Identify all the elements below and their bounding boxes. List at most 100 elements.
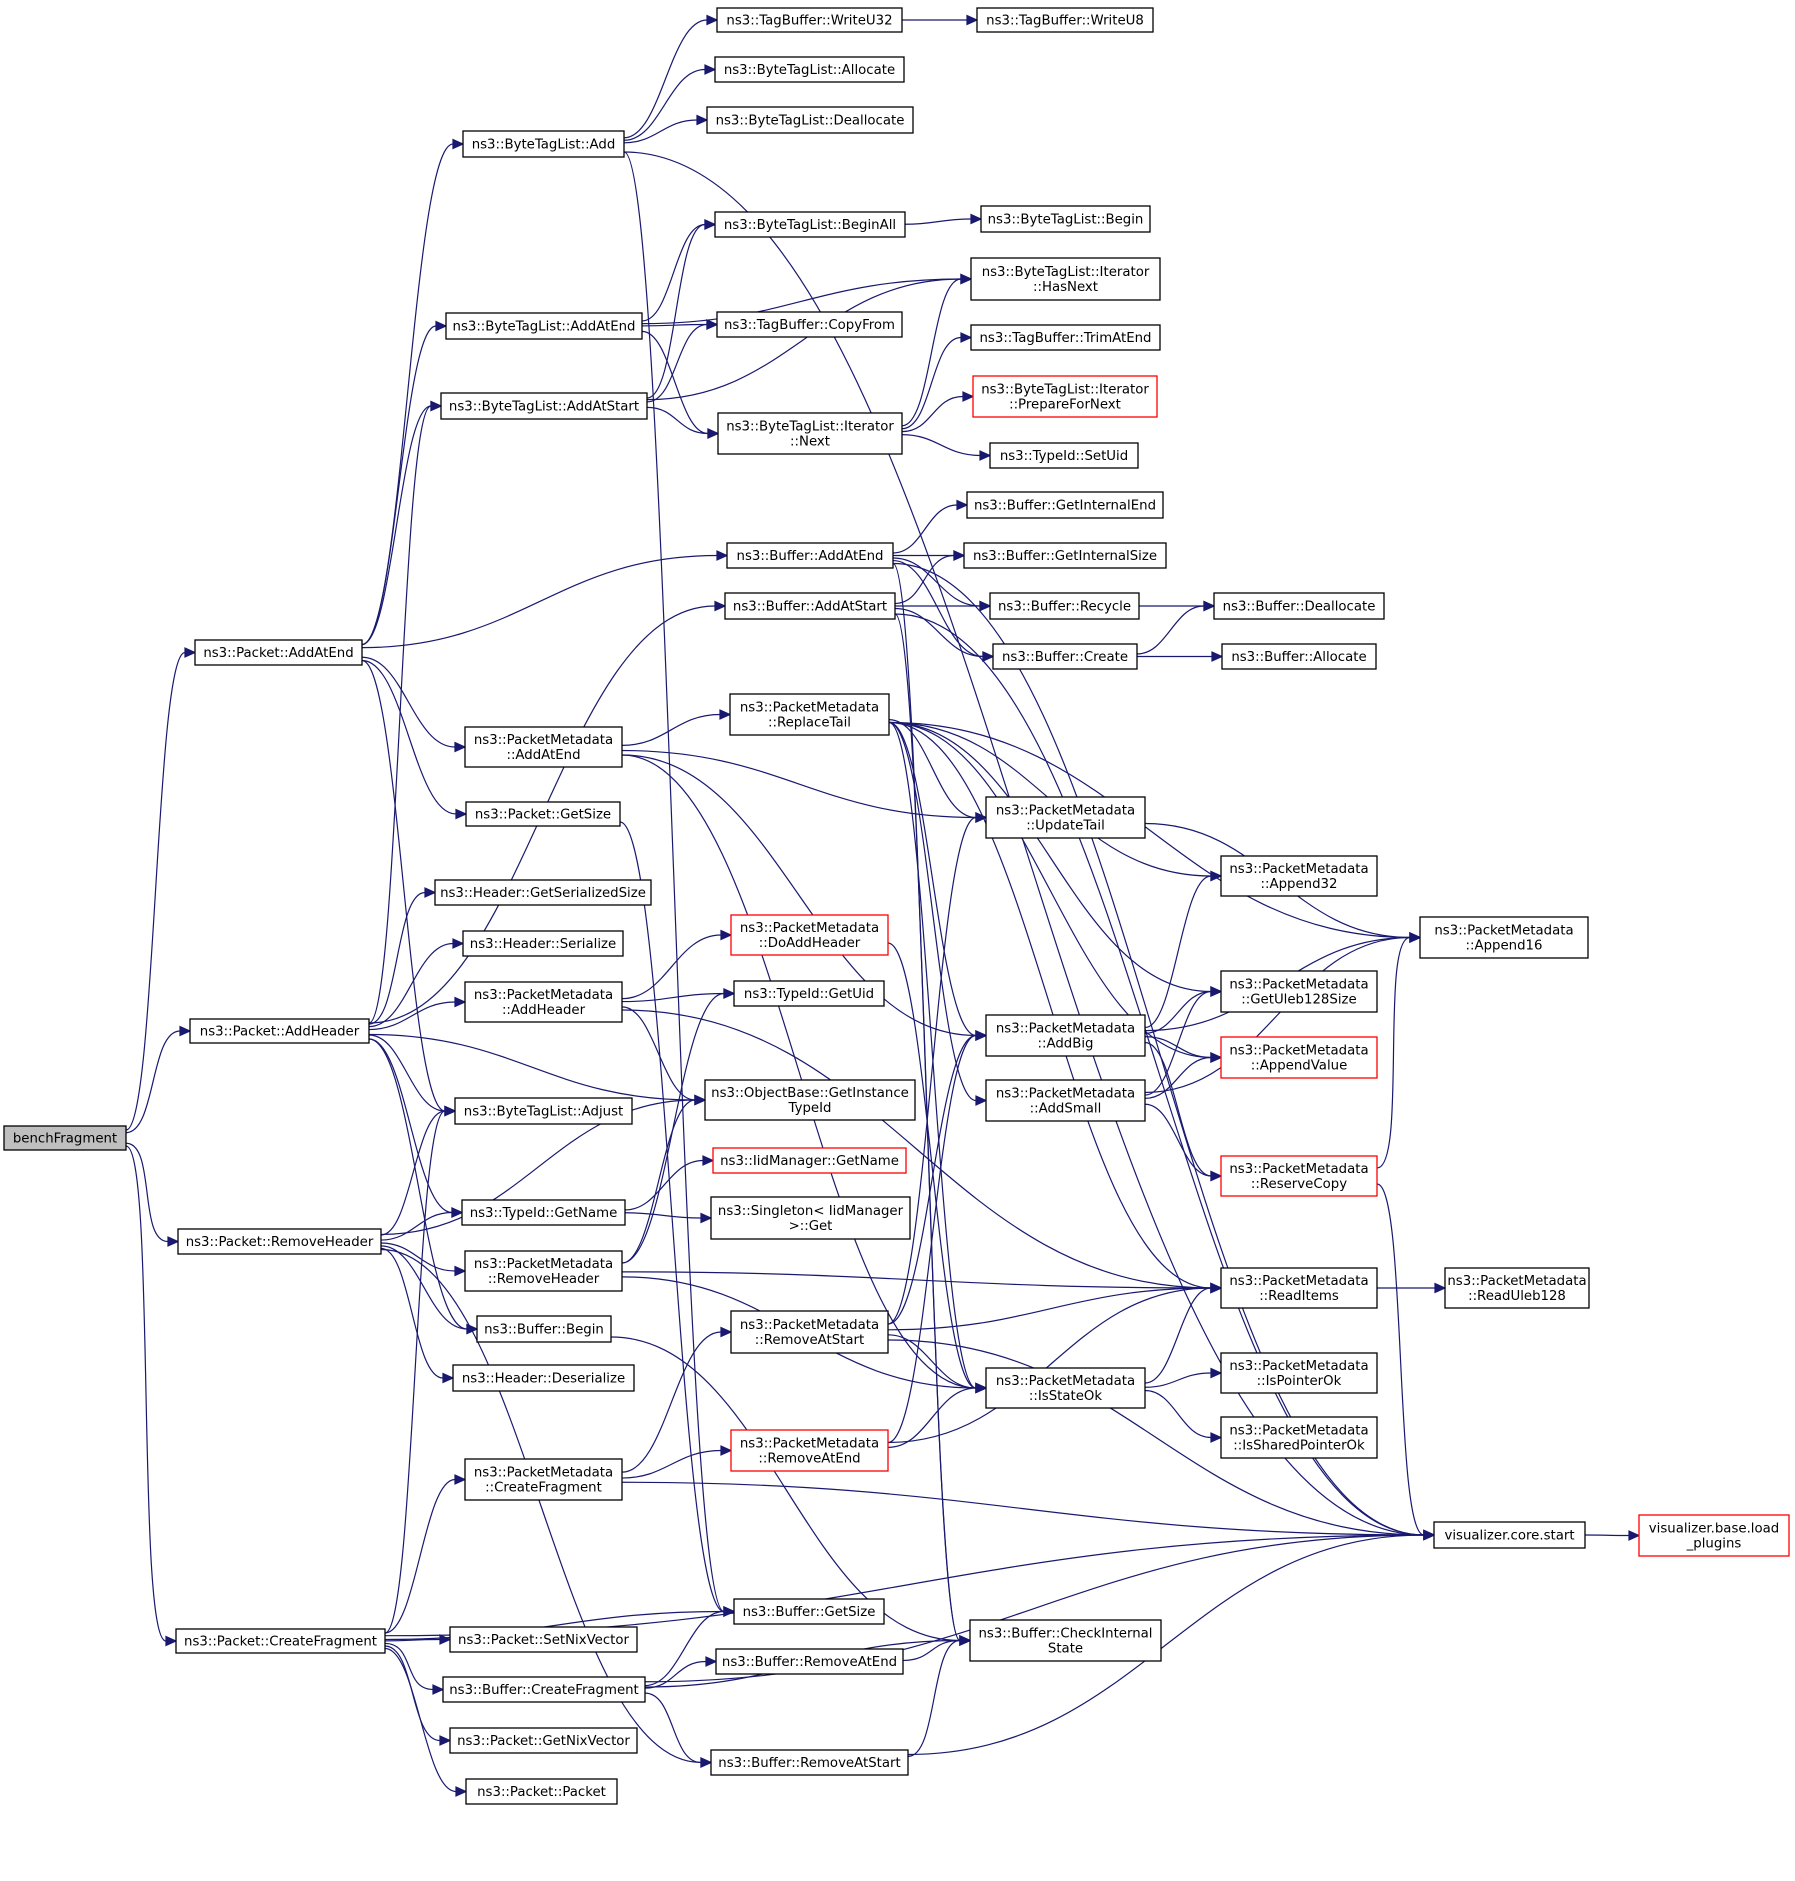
node-ns3-packetmetadata-replacetail[interactable]: ns3::PacketMetadata::ReplaceTail xyxy=(729,693,890,736)
node-ns3-packetmetadata-readuleb128[interactable]: ns3::PacketMetadata::ReadUleb128 xyxy=(1444,1267,1590,1309)
node-ns3-packetmetadata-addatend[interactable]: ns3::PacketMetadata::AddAtEnd xyxy=(464,726,623,768)
node-ns3-bytetaglist-iterator-next[interactable]: ns3::ByteTagList::Iterator::Next xyxy=(717,412,903,455)
edge-arrowhead xyxy=(700,1212,713,1224)
edge-line xyxy=(368,1033,696,1101)
node-visualizer-base-load-plugins[interactable]: visualizer.base.load_plugins xyxy=(1638,1514,1790,1557)
node-ns3-buffer-allocate[interactable]: ns3::Buffer::Allocate xyxy=(1221,643,1377,670)
node-ns3-packet-addatend[interactable]: ns3::Packet::AddAtEnd xyxy=(194,639,363,666)
node-ns3-iidmanager-getname[interactable]: ns3::IidManager::GetName xyxy=(712,1147,907,1174)
edge-line xyxy=(888,721,1411,939)
node-ns3-buffer-deallocate[interactable]: ns3::Buffer::Deallocate xyxy=(1213,592,1385,620)
edge-bench-to-paddheader xyxy=(125,1025,192,1134)
node-ns3-packetmetadata-appendvalue[interactable]: ns3::PacketMetadata::AppendValue xyxy=(1220,1036,1378,1079)
node-ns3-packet-packet[interactable]: ns3::Packet::Packet xyxy=(465,1778,618,1805)
node-ns3-tagbuffer-writeu8[interactable]: ns3::TagBuffer::WriteU8 xyxy=(976,7,1154,33)
node-ns3-header-serialize[interactable]: ns3::Header::Serialize xyxy=(462,930,624,957)
node-label: ns3::ByteTagList::Begin xyxy=(988,213,1144,228)
node-ns3-bytetaglist-iterator-hasnext[interactable]: ns3::ByteTagList::Iterator::HasNext xyxy=(970,257,1161,301)
node-ns3-packetmetadata-reservecopy[interactable]: ns3::PacketMetadata::ReserveCopy xyxy=(1220,1155,1378,1197)
edge-paddatend-to-baddatend xyxy=(361,550,729,649)
node-ns3-singleton-iidmanager-get[interactable]: ns3::Singleton< IidManager>::Get xyxy=(710,1196,911,1240)
node-label: ::CreateFragment xyxy=(485,1481,602,1496)
edge-line xyxy=(646,323,708,403)
node-box xyxy=(1444,1267,1590,1309)
node-ns3-buffer-getinternalsize[interactable]: ns3::Buffer::GetInternalSize xyxy=(963,542,1167,569)
edge-pmremoveheader-to-obgetinst xyxy=(621,1094,707,1264)
node-ns3-bytetaglist-deallocate[interactable]: ns3::ByteTagList::Deallocate xyxy=(706,106,914,134)
node-ns3-bytetaglist-begin[interactable]: ns3::ByteTagList::Begin xyxy=(980,205,1151,233)
node-ns3-packetmetadata-issharedpointerok[interactable]: ns3::PacketMetadata::IsSharedPointerOk xyxy=(1220,1416,1378,1459)
node-ns3-bytetaglist-addatstart[interactable]: ns3::ByteTagList::AddAtStart xyxy=(440,392,648,420)
node-benchfragment[interactable]: benchFragment xyxy=(3,1125,127,1151)
node-label: ns3::PacketMetadata xyxy=(1229,1044,1368,1059)
node-ns3-bytetaglist-beginall[interactable]: ns3::ByteTagList::BeginAll xyxy=(714,211,906,238)
node-ns3-packet-removeheader[interactable]: ns3::Packet::RemoveHeader xyxy=(177,1228,382,1255)
node-ns3-bytetaglist-addatend[interactable]: ns3::ByteTagList::AddAtEnd xyxy=(445,312,643,340)
node-ns3-buffer-getinternalend[interactable]: ns3::Buffer::GetInternalEnd xyxy=(966,491,1164,519)
node-box xyxy=(730,1429,889,1472)
node-box xyxy=(3,1125,127,1151)
node-ns3-packetmetadata-createfragment[interactable]: ns3::PacketMetadata::CreateFragment xyxy=(464,1458,623,1501)
node-ns3-buffer-create[interactable]: ns3::Buffer::Create xyxy=(992,643,1138,670)
node-box xyxy=(970,257,1161,301)
node-ns3-packetmetadata-removeatstart[interactable]: ns3::PacketMetadata::RemoveAtStart xyxy=(730,1310,889,1354)
node-ns3-packetmetadata-readitems[interactable]: ns3::PacketMetadata::ReadItems xyxy=(1220,1267,1378,1309)
edge-arrowhead xyxy=(956,499,969,511)
node-ns3-tagbuffer-trimatend[interactable]: ns3::TagBuffer::TrimAtEnd xyxy=(970,324,1161,351)
node-ns3-bytetaglist-add[interactable]: ns3::ByteTagList::Add xyxy=(462,130,625,158)
node-ns3-packet-createfragment[interactable]: ns3::Packet::CreateFragment xyxy=(175,1628,386,1654)
edge-line xyxy=(125,1142,169,1243)
node-label: ::RemoveHeader xyxy=(488,1272,600,1287)
node-ns3-header-deserialize[interactable]: ns3::Header::Deserialize xyxy=(452,1364,635,1392)
node-ns3-buffer-getsize[interactable]: ns3::Buffer::GetSize xyxy=(733,1598,885,1625)
edge-line xyxy=(646,278,962,401)
node-ns3-packetmetadata-append16[interactable]: ns3::PacketMetadata::Append16 xyxy=(1419,916,1589,959)
node-ns3-buffer-recycle[interactable]: ns3::Buffer::Recycle xyxy=(989,592,1140,620)
node-ns3-typeid-getname[interactable]: ns3::TypeId::GetName xyxy=(461,1199,626,1226)
node-ns3-buffer-addatend[interactable]: ns3::Buffer::AddAtEnd xyxy=(726,542,894,569)
node-box xyxy=(1220,1036,1378,1079)
node-ns3-packetmetadata-addsmall[interactable]: ns3::PacketMetadata::AddSmall xyxy=(985,1079,1146,1122)
node-ns3-packetmetadata-doaddheader[interactable]: ns3::PacketMetadata::DoAddHeader xyxy=(730,914,889,956)
edge-arrowhead xyxy=(723,988,736,999)
node-ns3-packet-getnixvector[interactable]: ns3::Packet::GetNixVector xyxy=(449,1727,638,1754)
edge-line xyxy=(361,554,718,649)
node-box xyxy=(464,726,623,768)
edge-btladdatstart-to-btlbeginall xyxy=(646,219,717,399)
node-box xyxy=(1220,1267,1378,1309)
node-ns3-buffer-removeatstart[interactable]: ns3::Buffer::RemoveAtStart xyxy=(710,1749,909,1776)
node-ns3-buffer-removeatend[interactable]: ns3::Buffer::RemoveAtEnd xyxy=(715,1648,904,1675)
node-ns3-buffer-begin[interactable]: ns3::Buffer::Begin xyxy=(476,1315,612,1343)
node-box xyxy=(464,1458,623,1501)
node-ns3-typeid-getuid[interactable]: ns3::TypeId::GetUid xyxy=(733,980,885,1007)
edge-pcreatefragment-to-pgetnix xyxy=(384,1645,452,1746)
node-label: ns3::PacketMetadata xyxy=(1229,978,1368,993)
node-ns3-packetmetadata-removeheader[interactable]: ns3::PacketMetadata::RemoveHeader xyxy=(464,1250,623,1292)
node-ns3-packet-getsize[interactable]: ns3::Packet::GetSize xyxy=(465,801,621,827)
node-ns3-packetmetadata-addheader[interactable]: ns3::PacketMetadata::AddHeader xyxy=(464,981,623,1023)
node-ns3-buffer-createfragment[interactable]: ns3::Buffer::CreateFragment xyxy=(442,1676,646,1703)
node-ns3-packetmetadata-ispointerok[interactable]: ns3::PacketMetadata::IsPointerOk xyxy=(1220,1352,1378,1394)
node-ns3-bytetaglist-allocate[interactable]: ns3::ByteTagList::Allocate xyxy=(714,56,905,83)
node-ns3-tagbuffer-copyfrom[interactable]: ns3::TagBuffer::CopyFrom xyxy=(716,311,903,338)
node-ns3-tagbuffer-writeu32[interactable]: ns3::TagBuffer::WriteU32 xyxy=(716,7,903,33)
node-ns3-packet-setnixvector[interactable]: ns3::Packet::SetNixVector xyxy=(449,1626,638,1653)
node-ns3-packetmetadata-isstateok[interactable]: ns3::PacketMetadata::IsStateOk xyxy=(985,1367,1146,1409)
node-ns3-buffer-addatstart[interactable]: ns3::Buffer::AddAtStart xyxy=(724,592,896,620)
edge-arrowhead xyxy=(714,600,727,612)
node-ns3-packetmetadata-getuleb128size[interactable]: ns3::PacketMetadata::GetUleb128Size xyxy=(1220,970,1378,1013)
node-ns3-packetmetadata-removeatend[interactable]: ns3::PacketMetadata::RemoveAtEnd xyxy=(730,1429,889,1472)
node-ns3-packet-addheader[interactable]: ns3::Packet::AddHeader xyxy=(189,1018,370,1044)
node-ns3-packetmetadata-append32[interactable]: ns3::PacketMetadata::Append32 xyxy=(1220,855,1378,897)
node-box xyxy=(972,375,1158,418)
node-ns3-typeid-setuid[interactable]: ns3::TypeId::SetUid xyxy=(989,442,1139,469)
node-label: ::ReadItems xyxy=(1259,1289,1339,1304)
node-ns3-packetmetadata-updatetail[interactable]: ns3::PacketMetadata::UpdateTail xyxy=(985,796,1146,839)
node-ns3-bytetaglist-iterator-preparefornext[interactable]: ns3::ByteTagList::Iterator::PrepareForNe… xyxy=(972,375,1158,418)
node-ns3-packetmetadata-addbig[interactable]: ns3::PacketMetadata::AddBig xyxy=(985,1014,1146,1057)
node-visualizer-core-start[interactable]: visualizer.core.start xyxy=(1433,1521,1586,1549)
node-ns3-bytetaglist-adjust[interactable]: ns3::ByteTagList::Adjust xyxy=(454,1097,633,1125)
node-ns3-header-getserializedsize[interactable]: ns3::Header::GetSerializedSize xyxy=(434,879,652,906)
